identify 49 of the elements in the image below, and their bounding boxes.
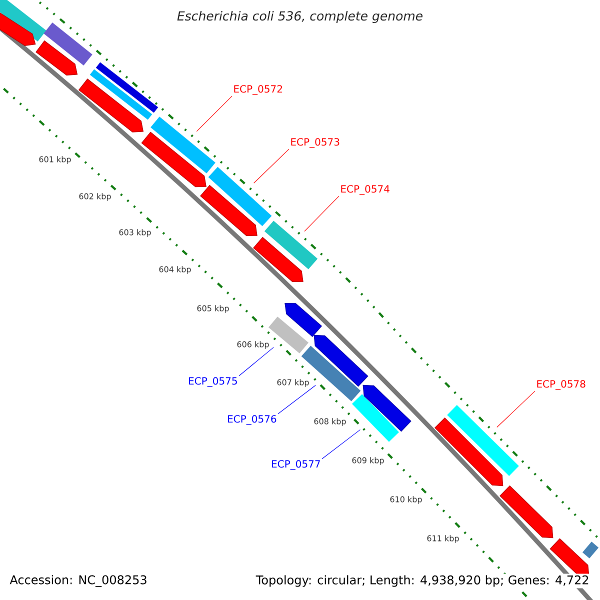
leader-line (238, 347, 274, 376)
leader-line (196, 96, 232, 132)
scale-label: 611 kbp (427, 535, 459, 543)
leader-line (496, 390, 536, 428)
gene-bar (96, 62, 158, 113)
gene-feature (253, 236, 304, 282)
scale-label: 602 kbp (79, 193, 111, 201)
leader-line (322, 429, 360, 460)
gene-feature (362, 384, 412, 432)
scale-label: 604 kbp (159, 266, 191, 274)
gene-bar (90, 69, 152, 120)
gene-label: ECP_0577 (272, 460, 320, 470)
scale-label: 608 kbp (314, 418, 346, 426)
gene-bar (44, 22, 92, 66)
title: Escherichia coli 536, complete genome (177, 10, 422, 24)
gene-label: ECP_0575 (189, 377, 237, 387)
scale-label: 601 kbp (39, 156, 71, 164)
gene-label: ECP_0576 (228, 415, 276, 425)
gene-bar (0, 0, 46, 42)
accession-text: Accession: NC_008253 (8, 574, 149, 588)
gene-bar (352, 394, 400, 442)
scale-label: 606 kbp (237, 341, 269, 349)
gene-bar (582, 542, 599, 558)
gene-label: ECP_0572 (234, 85, 282, 95)
leader-line (278, 384, 316, 414)
gene-label: ECP_0573 (291, 138, 340, 148)
gene-bar (264, 220, 318, 270)
gene-feature (284, 303, 322, 338)
scale-label: 603 kbp (119, 229, 151, 237)
leader-line (304, 196, 340, 232)
gene-label: ECP_0574 (341, 185, 390, 195)
scale-label: 607 kbp (277, 379, 309, 387)
gene-bar (208, 166, 272, 226)
genome-info-text: Topology: circular; Length: 4,938,920 bp; Genes: 4,722 (254, 574, 591, 588)
scale-label: 610 kbp (390, 496, 422, 504)
gene-feature (314, 334, 368, 387)
scale-label: 609 kbp (352, 457, 384, 465)
gene-feature (500, 485, 554, 538)
scale-label: 605 kbp (197, 305, 229, 313)
gene-feature (550, 538, 590, 576)
gene-feature (434, 417, 504, 486)
leader-line (254, 148, 290, 184)
gene-bar (447, 405, 519, 476)
gene-feature (141, 132, 206, 188)
gene-bar (268, 316, 308, 354)
gene-feature (0, 12, 36, 46)
gene-label: ECP_0578 (537, 380, 586, 390)
gene-feature (200, 184, 258, 236)
gene-bar (150, 116, 216, 174)
